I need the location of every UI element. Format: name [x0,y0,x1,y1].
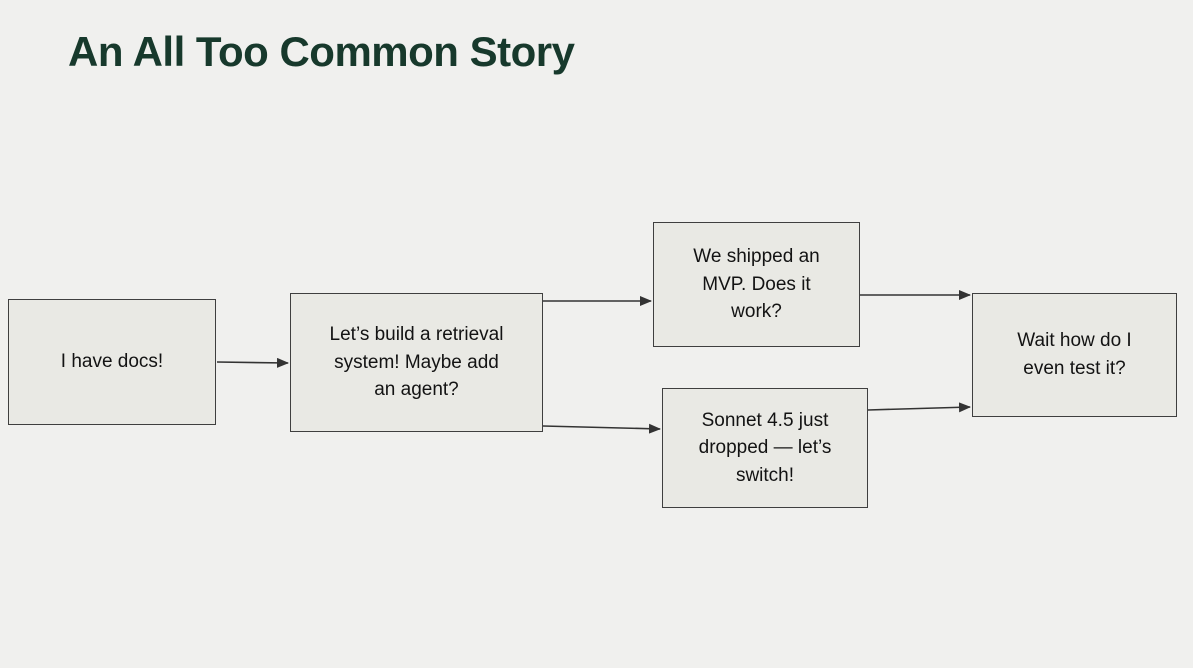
node-how-to-test: Wait how do I even test it? [972,293,1177,417]
node-label: Let’s build a retrieval system! Maybe ad… [329,324,504,401]
node-sonnet-dropped: Sonnet 4.5 just dropped — let’s switch! [662,388,868,508]
node-label: We shipped an MVP. Does it work? [693,246,820,323]
arrow-build-to-sonnet [542,423,661,434]
node-i-have-docs: I have docs! [8,299,216,425]
slide-title: An All Too Common Story [68,28,575,75]
node-label: Wait how do I even test it? [1017,330,1132,379]
node-build-retrieval-system: Let’s build a retrieval system! Maybe ad… [290,293,543,432]
node-shipped-mvp: We shipped an MVP. Does it work? [653,222,860,347]
node-label: Sonnet 4.5 just dropped — let’s switch! [698,409,832,486]
node-label: I have docs! [60,351,164,373]
arrow-docs-to-build [216,357,289,368]
arrow-sonnet-to-test [867,402,971,413]
